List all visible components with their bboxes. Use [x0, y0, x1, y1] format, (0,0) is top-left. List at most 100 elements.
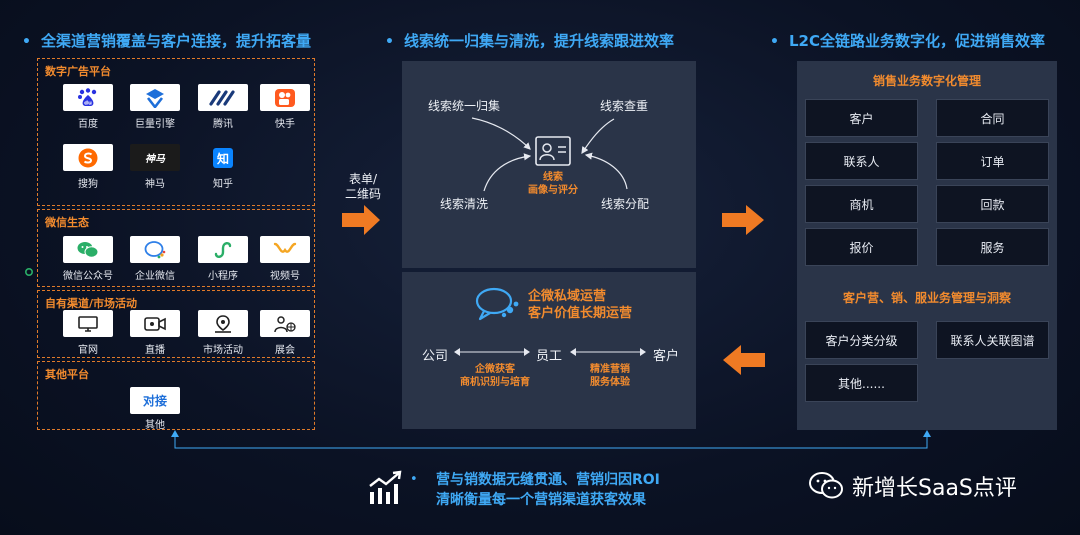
channel-baidu[interactable]: du 百度: [63, 84, 113, 130]
channel-label: 微信公众号: [63, 271, 113, 282]
l2c-panel: 销售业务数字化管理 客户 合同 联系人 订单 商机 回款 报价 服务 客户营、销…: [797, 61, 1057, 430]
lead-clean-label: 线索清洗: [440, 197, 489, 211]
mini-program-logo-icon: [198, 236, 248, 263]
channel-label: 巨量引擎: [135, 119, 175, 130]
zhihu-logo-icon: 知: [198, 144, 248, 171]
wecom-title-line: 企微私域运营: [528, 289, 607, 304]
group-owned-channels: 自有渠道/市场活动 官网 直播 市场活动 展会: [37, 290, 315, 358]
channel-wecom[interactable]: 企业微信: [130, 236, 180, 282]
module-contact-graph[interactable]: 联系人关联图谱: [936, 321, 1049, 359]
channel-other[interactable]: 对接 其他: [130, 387, 180, 431]
group-digital-ads: 数字广告平台 du 百度 巨量引擎 腾讯 快手: [37, 58, 315, 206]
bar-chart-trend-icon: [369, 470, 402, 504]
lead-processing-panel: 线索统一归集 线索查重 线索清洗 线索分配 线索 画像与评分: [402, 61, 696, 268]
shenma-logo-text: 神马: [145, 153, 166, 165]
heading-leads: • 线索统一归集与清洗，提升线索跟进效率: [385, 30, 674, 51]
lead-assign-label: 线索分配: [601, 197, 650, 211]
shenma-logo-icon: 神马: [130, 144, 180, 171]
arrow-label-line: 表单/: [348, 172, 378, 186]
module-service[interactable]: 服务: [936, 228, 1049, 266]
channel-label: 企业微信: [135, 271, 175, 282]
module-customer[interactable]: 客户: [805, 99, 918, 137]
summary-line-1: 营与销数据无缝贯通、营销归因ROI: [436, 472, 660, 488]
sogou-logo-icon: [63, 144, 113, 171]
summary-line-2: 清晰衡量每一个营销渠道获客效果: [436, 492, 646, 508]
module-quote[interactable]: 报价: [805, 228, 918, 266]
channel-shenma[interactable]: 神马 神马: [130, 144, 180, 190]
group-title: 微信生态: [45, 216, 89, 229]
heading-bullet: •: [22, 34, 31, 50]
lead-profile-card-icon: [535, 136, 571, 166]
channel-label: 知乎: [213, 179, 233, 190]
module-other[interactable]: 其他......: [805, 364, 918, 402]
module-contract[interactable]: 合同: [936, 99, 1049, 137]
map-pin-icon: [198, 310, 248, 337]
channel-label: 展会: [275, 345, 295, 356]
channel-label: 搜狗: [78, 179, 98, 190]
channel-label: 快手: [275, 119, 295, 130]
integrate-button[interactable]: 对接: [130, 387, 180, 414]
module-payment[interactable]: 回款: [936, 185, 1049, 223]
connector-line: [171, 430, 931, 449]
note-line: 服务体验: [590, 377, 630, 388]
baidu-logo-icon: du: [63, 84, 113, 111]
channel-ocean-engine[interactable]: 巨量引擎: [130, 84, 180, 130]
note-line: 企微获客: [475, 364, 515, 375]
video-channel-logo-icon: [260, 236, 310, 263]
group-title: 自有渠道/市场活动: [45, 297, 138, 310]
channel-marketing-event[interactable]: 市场活动: [198, 310, 248, 356]
wecom-title: 企微私域运营 客户价值长期运营: [528, 288, 632, 322]
channel-label: 腾讯: [213, 119, 233, 130]
channel-zhihu[interactable]: 知 知乎: [198, 144, 248, 190]
double-arrow-icon: [570, 348, 646, 356]
lead-profile-line: 线索: [543, 172, 563, 183]
heading-text: L2C全链路业务数字化，促进销售效率: [788, 32, 1045, 50]
customer-label: 客户: [653, 349, 680, 364]
insight-title: 客户营、销、服业务管理与洞察: [842, 291, 1011, 305]
summary-bullet: •: [410, 472, 418, 487]
channel-livestream[interactable]: 直播: [130, 310, 180, 356]
channel-label: 神马: [145, 179, 165, 190]
wechat-logo-icon: [63, 236, 113, 263]
channel-label: 百度: [78, 119, 98, 130]
wecom-title-line: 客户价值长期运营: [528, 306, 633, 321]
double-arrow-icon: [454, 348, 530, 356]
tencent-logo-icon: [198, 84, 248, 111]
arrow-left-icon: [723, 345, 765, 375]
channel-label: 小程序: [208, 271, 238, 282]
arrow-right-icon: [342, 205, 380, 235]
note-line: 商机识别与培育: [460, 377, 530, 388]
channel-mini-program[interactable]: 小程序: [198, 236, 248, 282]
arrow-right-icon: [722, 205, 764, 235]
channel-sogou[interactable]: 搜狗: [63, 144, 113, 190]
marker-ring-icon: [24, 267, 34, 277]
group-wechat: 微信生态 微信公众号 企业微信 小程序 视频号: [37, 209, 315, 287]
heading-l2c: •L2C全链路业务数字化，促进销售效率: [770, 30, 1045, 51]
group-title: 数字广告平台: [45, 65, 111, 78]
channel-tencent[interactable]: 腾讯: [198, 84, 248, 130]
module-customer-tiering[interactable]: 客户分类分级: [805, 321, 918, 359]
heading-channels: •全渠道营销覆盖与客户连接，提升拓客量: [22, 30, 311, 51]
channel-channels[interactable]: 视频号: [260, 236, 310, 282]
channel-wechat-oa[interactable]: 微信公众号: [63, 236, 113, 282]
channel-exhibition[interactable]: 展会: [260, 310, 310, 356]
channel-label: 市场活动: [203, 345, 243, 356]
wechat-icon: [809, 472, 843, 499]
module-order[interactable]: 订单: [936, 142, 1049, 180]
sales-digital-title: 销售业务数字化管理: [872, 74, 981, 88]
company-label: 公司: [422, 349, 449, 364]
wecom-logo-icon: [130, 236, 180, 263]
channel-kuaishou[interactable]: 快手: [260, 84, 310, 130]
group-title: 其他平台: [45, 368, 89, 381]
module-contact[interactable]: 联系人: [805, 142, 918, 180]
baidu-logo-text: du: [84, 100, 92, 106]
channel-website[interactable]: 官网: [63, 310, 113, 356]
arrow-label-line: 二维码: [345, 187, 382, 201]
heading-bullet: •: [385, 34, 394, 50]
heading-text: 线索统一归集与清洗，提升线索跟进效率: [403, 32, 674, 50]
channel-label: 其他: [145, 420, 165, 431]
watermark: 新增长SaaS点评: [808, 470, 1017, 502]
module-opportunity[interactable]: 商机: [805, 185, 918, 223]
lead-profile-caption: 线索 画像与评分: [515, 171, 591, 197]
marketing-note: 精准营销 服务体验: [578, 363, 642, 389]
